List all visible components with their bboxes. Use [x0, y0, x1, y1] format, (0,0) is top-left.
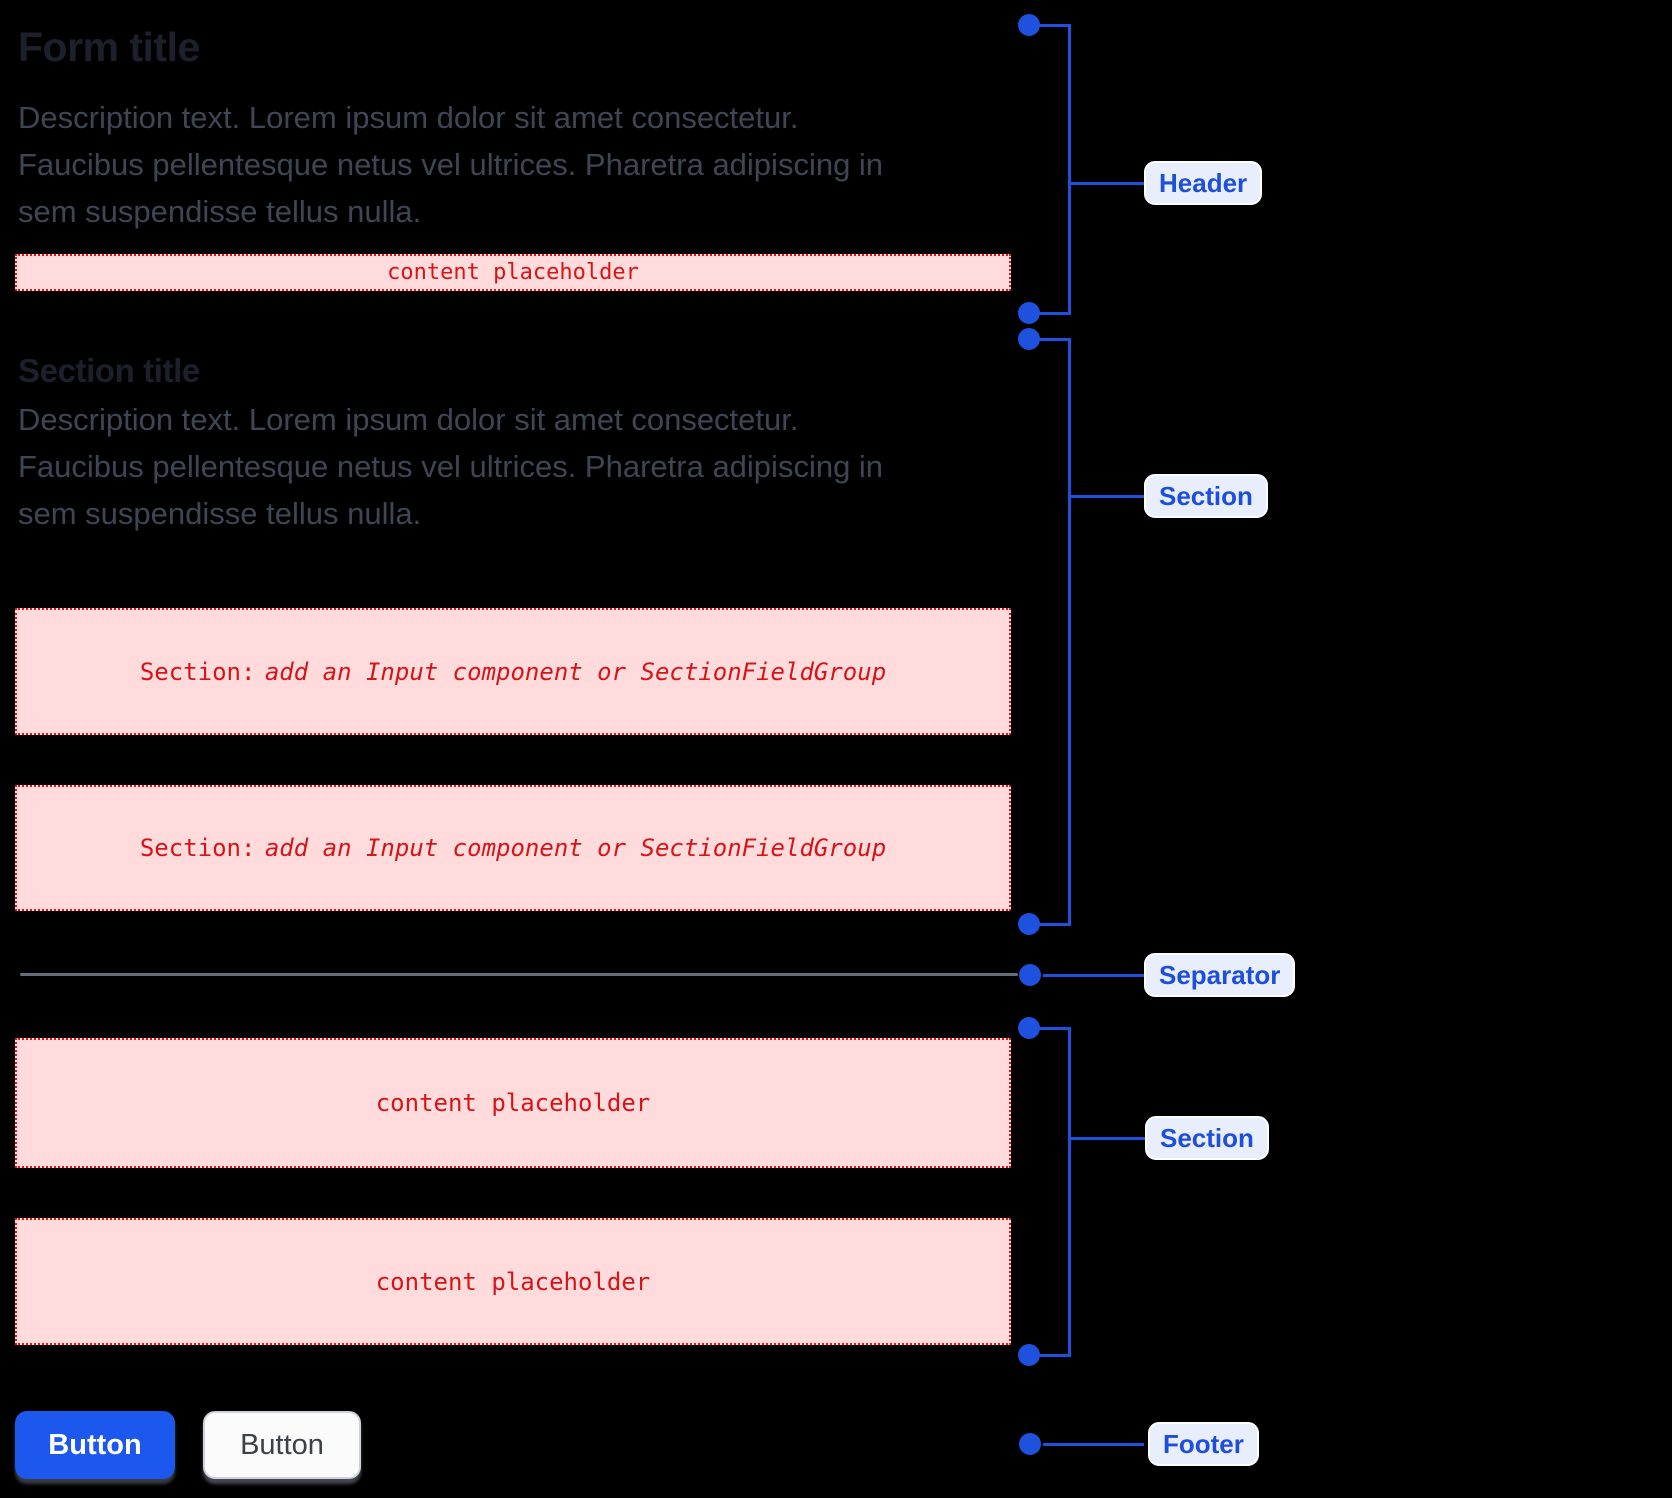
- section-description-line: sem suspendisse tellus nulla.: [18, 496, 422, 531]
- connector-line: [1029, 337, 1071, 341]
- connector-line: [1029, 311, 1071, 315]
- connector-line: [1071, 494, 1144, 498]
- placeholder-label: Section:add an Input component or Sectio…: [139, 657, 887, 686]
- connector-line: [1068, 1026, 1071, 1357]
- form-title: Form title: [18, 24, 200, 70]
- connector-line: [1043, 973, 1144, 977]
- connector-dot: [1019, 964, 1041, 986]
- placeholder-label: content placeholder: [375, 1089, 651, 1117]
- section-content-placeholder: content placeholder: [15, 1218, 1011, 1345]
- form-description-line: Faucibus pellentesque netus vel ultrices…: [18, 147, 884, 182]
- header-content-placeholder: content placeholder: [15, 254, 1011, 291]
- connector-line: [1071, 181, 1144, 185]
- footer-annotation-chip: Footer: [1148, 1422, 1259, 1466]
- secondary-button[interactable]: Button: [203, 1411, 361, 1479]
- connector-line: [1029, 1353, 1071, 1357]
- placeholder-label: content placeholder: [387, 260, 639, 285]
- connector-line: [1068, 23, 1071, 315]
- section-annotation-chip: Section: [1145, 1116, 1269, 1160]
- header-annotation-chip: Header: [1144, 161, 1263, 205]
- connector-line: [1043, 1442, 1144, 1446]
- placeholder-label: Section:add an Input component or Sectio…: [139, 834, 887, 862]
- section-description: Description text. Lorem ipsum dolor sit …: [18, 396, 958, 537]
- form-description: Description text. Lorem ipsum dolor sit …: [18, 94, 958, 235]
- section-title: Section title: [18, 352, 200, 389]
- connector-line: [1029, 1026, 1071, 1030]
- form-description-line: sem suspendisse tellus nulla.: [18, 194, 422, 229]
- separator-annotation-chip: Separator: [1144, 953, 1296, 997]
- connector-line: [1071, 1136, 1145, 1140]
- connector-line: [1068, 337, 1071, 926]
- connector-dot: [1019, 1433, 1041, 1455]
- placeholder-label: content placeholder: [375, 1267, 651, 1296]
- form-description-line: Description text. Lorem ipsum dolor sit …: [18, 100, 799, 135]
- section-content-placeholder: content placeholder: [15, 1038, 1011, 1168]
- section-description-line: Description text. Lorem ipsum dolor sit …: [18, 402, 799, 437]
- section-fieldgroup-placeholder: Section:add an Input component or Sectio…: [15, 608, 1011, 735]
- section-fieldgroup-placeholder: Section:add an Input component or Sectio…: [15, 785, 1011, 911]
- primary-button[interactable]: Button: [15, 1411, 175, 1479]
- connector-line: [1029, 922, 1071, 926]
- section-annotation-chip: Section: [1144, 474, 1268, 518]
- separator-line: [20, 973, 1018, 976]
- section-description-line: Faucibus pellentesque netus vel ultrices…: [18, 449, 884, 484]
- connector-line: [1029, 23, 1071, 27]
